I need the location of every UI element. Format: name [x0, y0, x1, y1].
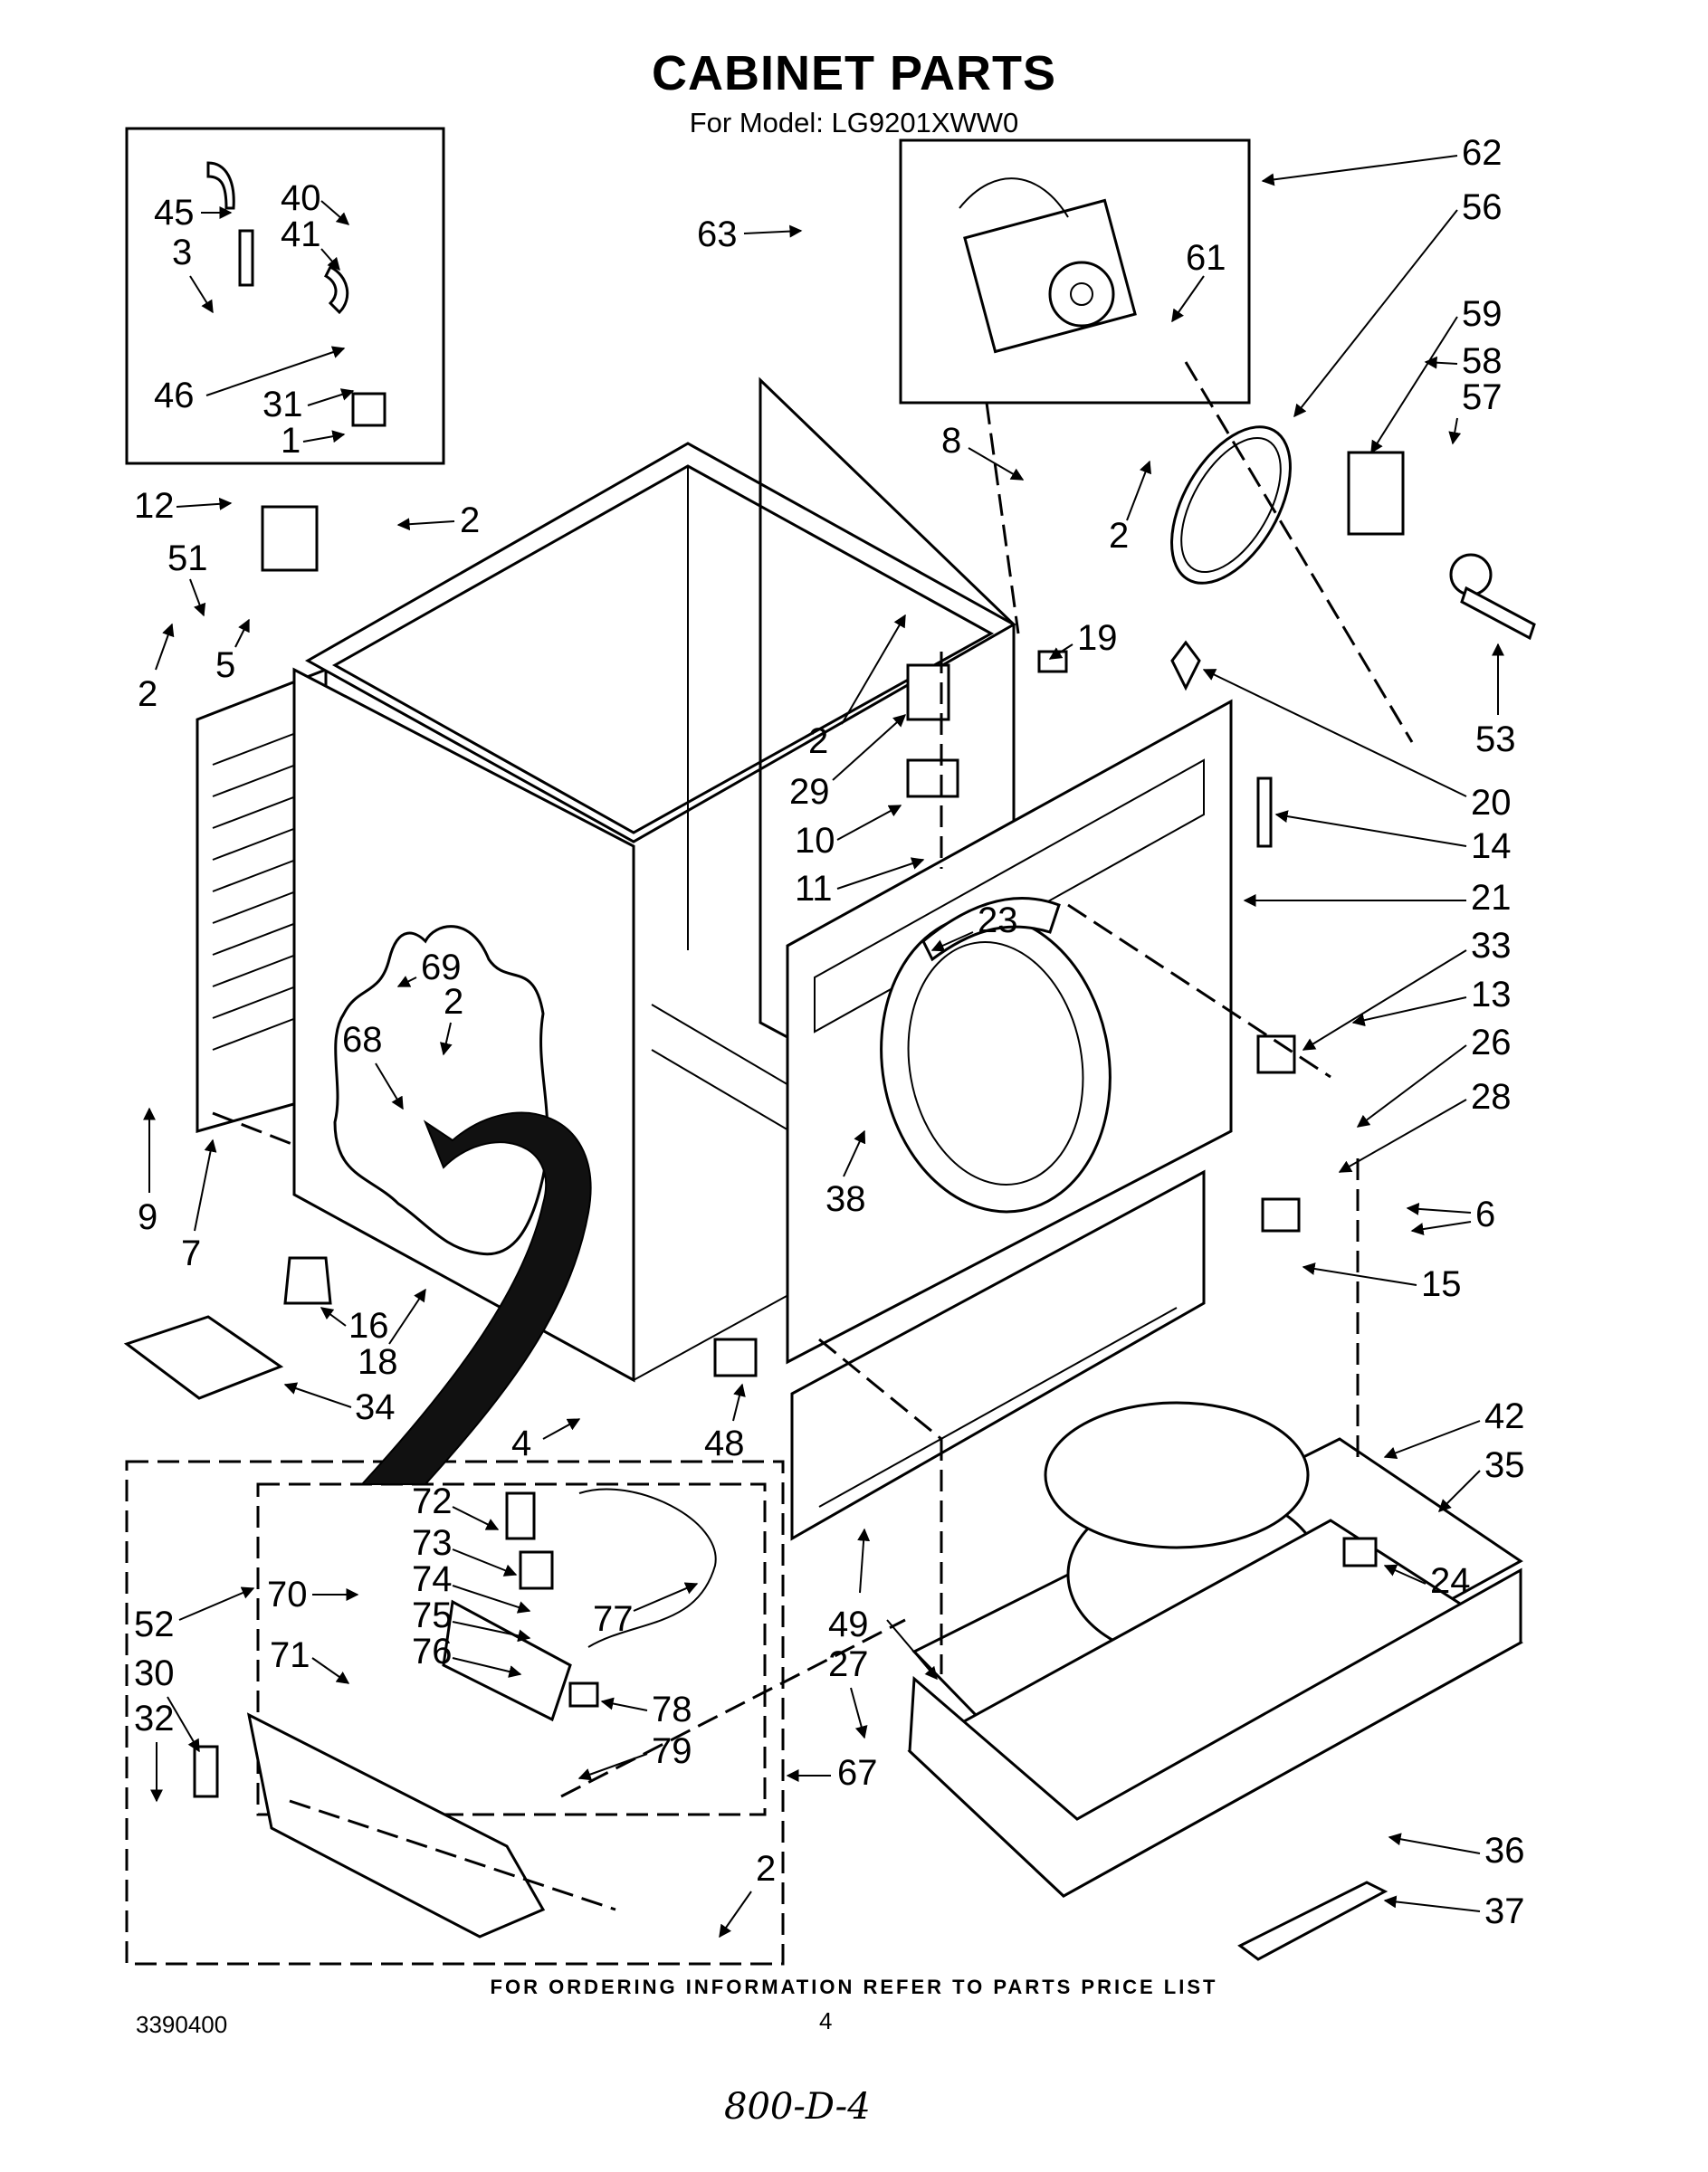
callout-72: 72	[412, 1481, 453, 1521]
callout-48: 48	[704, 1424, 745, 1463]
callout-46: 46	[154, 376, 195, 415]
cabinet-cutaway	[333, 925, 592, 1485]
callout-7: 7	[181, 1234, 201, 1273]
drive-belt	[1170, 425, 1292, 585]
callout-4: 4	[511, 1424, 531, 1463]
cabinet-top-frame	[304, 442, 1017, 843]
callout-35: 35	[1484, 1445, 1525, 1485]
callout-24: 24	[1430, 1561, 1471, 1601]
callout-62: 62	[1462, 133, 1503, 173]
callout-74: 74	[412, 1559, 453, 1599]
toe-kick-panel	[790, 1169, 1206, 1541]
callout-15: 15	[1421, 1264, 1462, 1304]
callout-67: 67	[837, 1753, 878, 1793]
inset-box-burner-assembly	[125, 1460, 785, 1966]
callout-11: 11	[795, 869, 833, 909]
callout-19: 19	[1077, 618, 1118, 658]
callout-42: 42	[1484, 1396, 1525, 1436]
callout-29: 29	[789, 772, 830, 812]
callout-2-bottom: 2	[756, 1849, 776, 1889]
callout-61: 61	[1186, 238, 1226, 278]
lint-screen-cover	[123, 1315, 284, 1400]
callout-57: 57	[1462, 377, 1503, 417]
callout-73: 73	[412, 1523, 453, 1563]
base-bottom-plate	[908, 1567, 1522, 1898]
callout-41: 41	[281, 214, 321, 254]
callout-49: 49	[828, 1605, 869, 1644]
callout-21: 21	[1471, 878, 1512, 918]
callout-31: 31	[262, 385, 303, 424]
small-parts	[123, 161, 1536, 1939]
callout-12: 12	[134, 486, 175, 526]
callout-2-mid: 2	[808, 721, 828, 761]
callout-32: 32	[134, 1699, 175, 1739]
callout-37: 37	[1484, 1891, 1525, 1931]
callout-26: 26	[1471, 1023, 1512, 1062]
callout-5: 5	[215, 645, 235, 685]
model-subtitle: For Model: LG9201XWW0	[689, 107, 1019, 138]
callout-78: 78	[652, 1690, 692, 1729]
callout-2-left: 2	[138, 674, 157, 714]
callout-10: 10	[795, 821, 835, 861]
callout-33: 33	[1471, 926, 1512, 966]
callout-16: 16	[348, 1306, 389, 1346]
callout-58: 58	[1462, 341, 1503, 381]
burner-tube	[246, 1712, 546, 1939]
inset-box-motor	[899, 138, 1251, 405]
callout-53: 53	[1475, 719, 1516, 759]
callout-8: 8	[941, 421, 961, 461]
document-number: 3390400	[136, 2011, 228, 2038]
callout-56: 56	[1462, 187, 1503, 227]
callout-13: 13	[1471, 975, 1512, 1015]
callout-2-cut: 2	[444, 982, 463, 1022]
callout-40: 40	[281, 178, 321, 218]
callout-69: 69	[421, 948, 462, 987]
callout-2-top: 2	[460, 500, 480, 540]
exhaust-duct-hose	[359, 1111, 592, 1485]
callout-76: 76	[412, 1632, 453, 1672]
page-title: CABINET PARTS	[651, 46, 1056, 100]
drive-motor	[959, 177, 1137, 354]
callouts: 45 40 41 3 46 31 1 63 62 56 61 59 58 57 …	[134, 133, 1525, 1939]
callout-2-motor: 2	[1109, 516, 1129, 556]
callout-68: 68	[342, 1020, 383, 1060]
cabinet-base	[907, 1401, 1523, 1961]
callout-45: 45	[154, 193, 195, 233]
callout-28: 28	[1471, 1077, 1512, 1117]
callout-3: 3	[172, 233, 192, 272]
callout-27: 27	[828, 1644, 869, 1684]
callout-23: 23	[978, 900, 1018, 940]
inset-box-gas-valve	[256, 1482, 767, 1816]
callout-34: 34	[355, 1387, 396, 1427]
front-panel	[786, 699, 1233, 1365]
callout-63: 63	[697, 214, 738, 254]
callout-30: 30	[134, 1653, 175, 1693]
callout-52: 52	[134, 1605, 175, 1644]
callout-14: 14	[1471, 826, 1512, 866]
inset-box-thermal-parts	[125, 127, 445, 465]
drum-seal-42	[1044, 1401, 1310, 1549]
callout-6: 6	[1475, 1195, 1495, 1234]
base-rail-37	[1237, 1881, 1388, 1961]
callout-70: 70	[267, 1575, 308, 1615]
ordering-notice: FOR ORDERING INFORMATION REFER TO PARTS …	[490, 1976, 1218, 1998]
callout-18: 18	[358, 1342, 398, 1382]
callout-79: 79	[652, 1731, 692, 1771]
page-number: 4	[819, 2007, 833, 2034]
callout-59: 59	[1462, 294, 1503, 334]
callout-51: 51	[167, 538, 208, 578]
leveling-leg	[283, 1256, 332, 1305]
callout-9: 9	[138, 1197, 157, 1237]
callout-71: 71	[270, 1635, 310, 1675]
handwritten-note: 800-D-4	[724, 2086, 871, 2128]
callout-77: 77	[593, 1599, 634, 1639]
callout-38: 38	[825, 1179, 866, 1219]
callout-1: 1	[281, 421, 301, 461]
assembly-lines	[212, 361, 1414, 1911]
callout-20: 20	[1471, 783, 1512, 823]
callout-75: 75	[412, 1596, 453, 1635]
callout-36: 36	[1484, 1831, 1525, 1871]
